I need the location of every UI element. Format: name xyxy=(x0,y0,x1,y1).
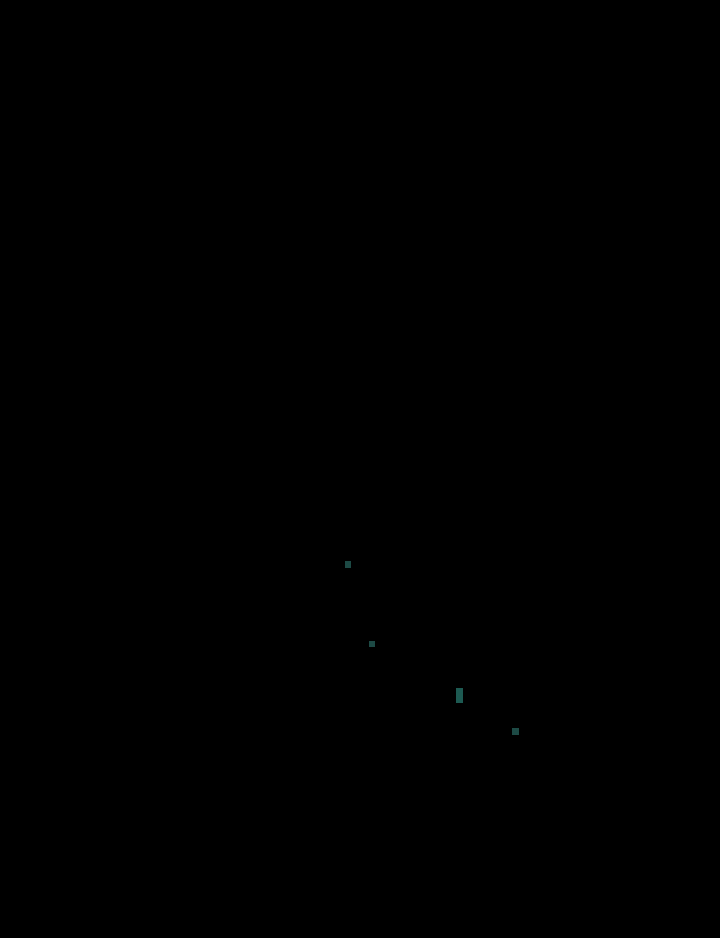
pixel-mark xyxy=(345,561,351,568)
pixel-mark xyxy=(512,728,519,735)
pixel-mark xyxy=(456,688,463,703)
pixel-mark xyxy=(369,641,375,647)
